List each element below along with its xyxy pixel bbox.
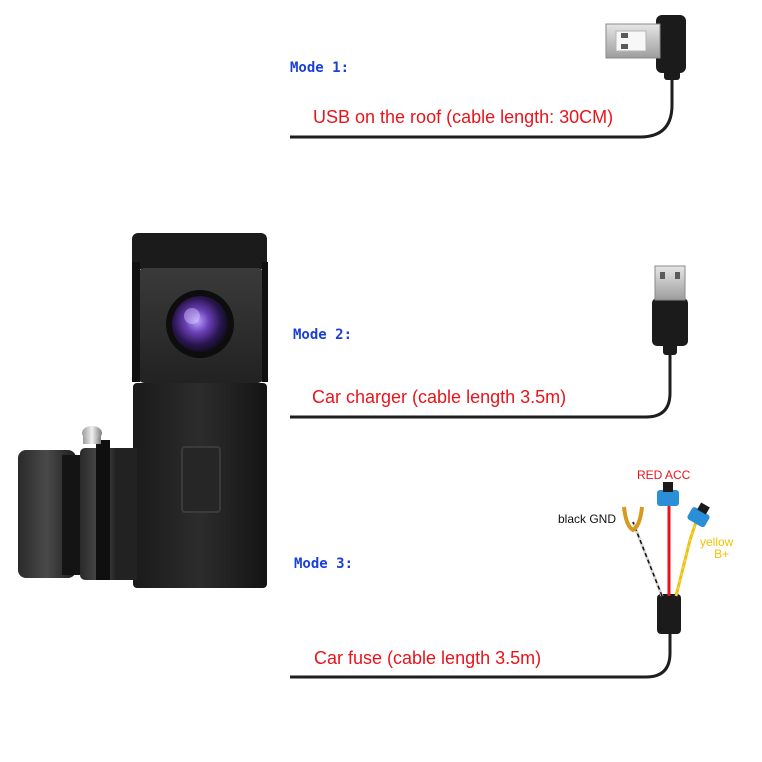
dash-camera [18,233,268,588]
mode-2-label: Mode 2: [293,327,353,343]
car-charger-cable [290,265,688,419]
mode-3-description: Car fuse (cable length 3.5m) [314,648,542,668]
mode-2-description: Car charger (cable length 3.5m) [312,387,567,407]
b-plus-label: B+ [714,547,730,561]
mode-1-description: USB on the roof (cable length: 30CM) [313,107,614,127]
usb-roof-cable [290,15,686,139]
mode-1-label: Mode 1: [290,60,350,76]
car-fuse-cable [290,482,710,679]
red-acc-label: RED ACC [637,468,691,482]
yellow-b-plus-label: yellow B+ [700,536,733,560]
black-gnd-label: black GND [558,512,617,526]
yellow-label: yellow [700,535,734,549]
mode-3-label: Mode 3: [294,556,354,572]
